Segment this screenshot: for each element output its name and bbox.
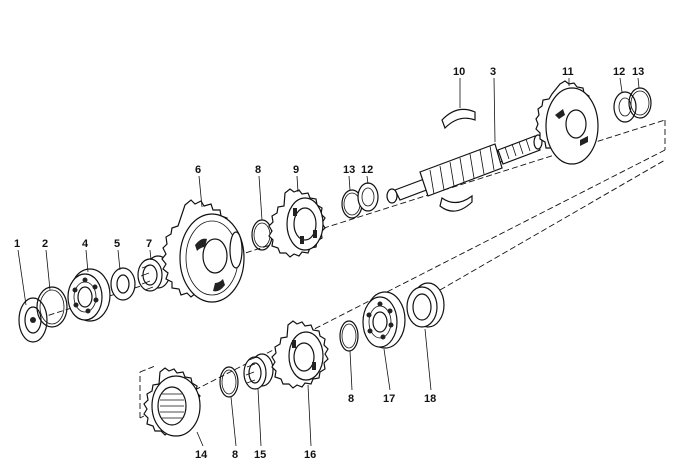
- label-11: 11: [562, 66, 574, 78]
- part-18-seal: [406, 282, 445, 328]
- part-4-bearing: [67, 268, 111, 322]
- part-17-bearing: [362, 291, 406, 349]
- label-3: 3: [490, 66, 496, 78]
- label-7: 7: [146, 238, 152, 250]
- part-1-cap: [18, 297, 48, 343]
- label-4: 4: [82, 238, 89, 250]
- label-16: 16: [304, 449, 316, 461]
- label-2: 2: [42, 238, 48, 250]
- part-14-gear: [143, 367, 201, 437]
- part-10-bearing-shell: [439, 108, 476, 212]
- label-13b: 13: [632, 66, 644, 78]
- label-12b: 12: [613, 66, 625, 78]
- label-17: 17: [383, 393, 395, 405]
- label-6: 6: [195, 164, 201, 176]
- label-13a: 13: [343, 164, 355, 176]
- label-10: 10: [453, 66, 465, 78]
- part-labels: 1 2 4 5 7 6 8 9 13 12 10 3 11 12 13 14 8…: [14, 66, 644, 461]
- part-9-gear: [268, 188, 326, 258]
- label-1: 1: [14, 238, 20, 250]
- label-18: 18: [424, 393, 436, 405]
- leader-lines: [17, 77, 640, 447]
- part-12b-ring: [613, 91, 637, 123]
- part-8c-ring: [339, 320, 359, 352]
- label-14: 14: [195, 449, 208, 461]
- label-12a: 12: [361, 164, 373, 176]
- part-6-large-gear: [161, 199, 245, 303]
- label-8a: 8: [255, 164, 261, 176]
- part-5-washer: [110, 267, 136, 301]
- label-9: 9: [293, 164, 299, 176]
- part-12a-ring: [357, 182, 379, 212]
- part-16-gear: [271, 320, 329, 389]
- label-8b: 8: [232, 449, 238, 461]
- label-5: 5: [114, 238, 120, 250]
- part-15-needle-bearing: [243, 353, 274, 390]
- part-2-circlip: [36, 286, 68, 328]
- label-15: 15: [254, 449, 266, 461]
- part-11-gear: [535, 80, 599, 165]
- part-13b-ring: [628, 87, 652, 119]
- part-8b-ring: [219, 366, 239, 398]
- part-3-shaft: [386, 134, 543, 204]
- label-8c: 8: [348, 393, 354, 405]
- part-7-needle-bearing: [137, 255, 171, 292]
